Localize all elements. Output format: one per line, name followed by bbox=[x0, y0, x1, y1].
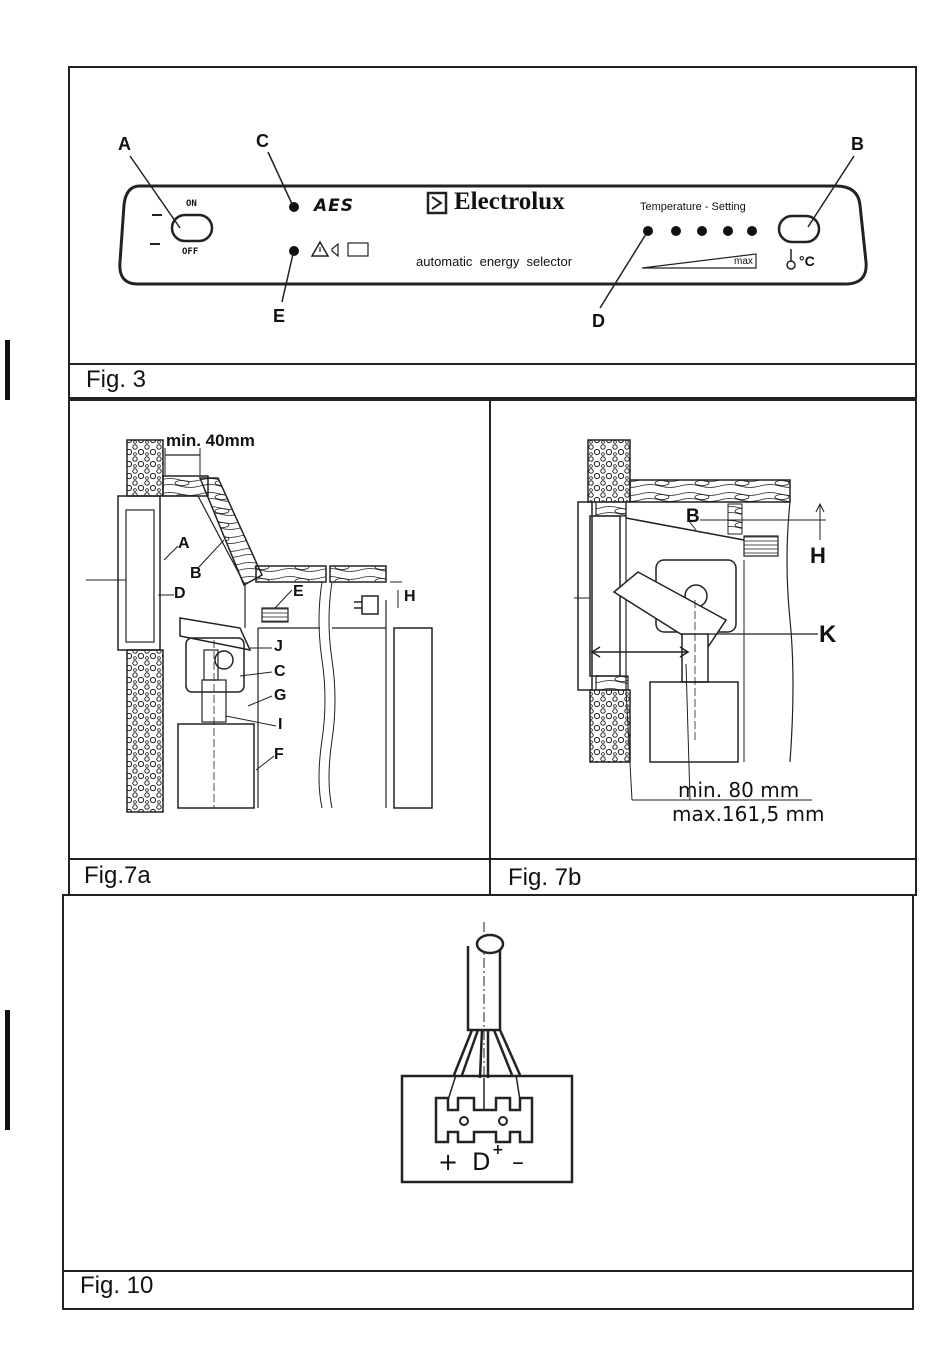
max-label: max bbox=[734, 256, 753, 267]
terminal-minus-label: – bbox=[512, 1148, 524, 1176]
fig7a-label-d: D bbox=[174, 585, 186, 603]
selector-text: automatic energy selector bbox=[416, 254, 572, 269]
terminal-d-label: D bbox=[472, 1148, 490, 1176]
fig10-caption: Fig. 10 bbox=[80, 1272, 153, 1300]
fig7a-label-a: A bbox=[178, 535, 190, 553]
fig7b-label-h: H bbox=[810, 543, 826, 569]
fig3-label-e: E bbox=[273, 306, 285, 327]
fig7b-caption: Fig. 7b bbox=[508, 864, 581, 892]
fig3-label-c: C bbox=[256, 131, 269, 152]
fig7-caption-divider bbox=[68, 858, 917, 860]
binding-mark-bottom bbox=[5, 1010, 10, 1130]
fig7a-caption: Fig.7a bbox=[84, 862, 151, 890]
fig3-label-b: B bbox=[851, 134, 864, 155]
celsius-label: °C bbox=[799, 253, 815, 269]
fig10-caption-divider bbox=[62, 1270, 914, 1272]
fig3-caption-divider bbox=[68, 363, 917, 365]
fig7b-max-label: max.161,5 mm bbox=[672, 802, 825, 826]
switch-off-label: OFF bbox=[182, 247, 198, 257]
fig7a-label-h: H bbox=[404, 588, 416, 606]
thermometer-icon bbox=[786, 247, 796, 269]
brand-wordmark: Electrolux bbox=[454, 188, 565, 216]
fig7a-label-g: G bbox=[274, 687, 286, 705]
fig7a-label-j: J bbox=[274, 638, 283, 656]
fig7a-label-b: B bbox=[190, 565, 202, 583]
switch-on-label: ON bbox=[186, 199, 197, 209]
fig7b-min-label: min. 80 mm bbox=[678, 778, 799, 802]
fig10-frame bbox=[62, 894, 914, 1310]
fig7a-label-i: I bbox=[278, 716, 282, 734]
fig7b-label-b: B bbox=[686, 506, 700, 528]
terminal-plus-label: + bbox=[438, 1148, 458, 1176]
fig7b-label-k: K bbox=[819, 621, 836, 649]
fig3-caption: Fig. 3 bbox=[86, 366, 146, 394]
fig7a-label-f: F bbox=[274, 746, 284, 764]
aes-logo: AES bbox=[314, 196, 354, 216]
fig7a-label-e: E bbox=[293, 583, 304, 601]
fig3-frame bbox=[68, 66, 917, 399]
fig3-label-a: A bbox=[118, 134, 131, 155]
fig7a-label-c: C bbox=[274, 663, 286, 681]
fig7a-min-label: min. 40mm bbox=[166, 431, 255, 451]
terminal-d-plus-superscript: + bbox=[492, 1142, 504, 1158]
temperature-setting-label: Temperature - Setting bbox=[640, 201, 746, 213]
binding-mark-top bbox=[5, 340, 10, 400]
fig3-label-d: D bbox=[592, 311, 605, 332]
